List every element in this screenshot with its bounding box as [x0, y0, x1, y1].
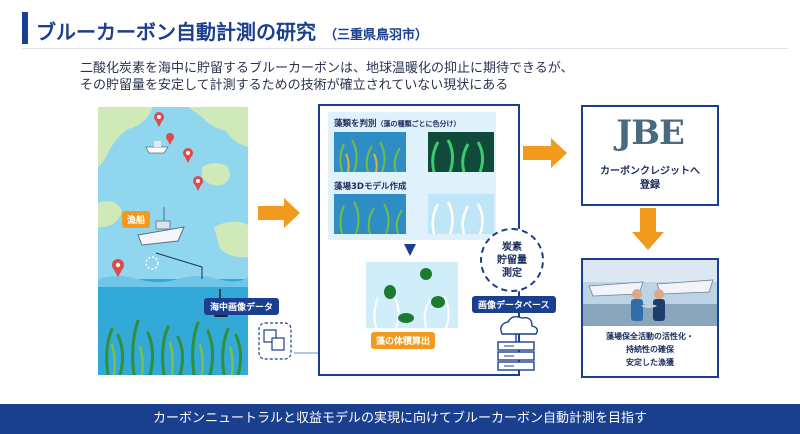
sea-map-graphic: [98, 107, 248, 375]
carbon-storage-measure: 炭素 貯留量 測定: [480, 228, 544, 292]
step-classify-title: 藻類を判別: [334, 119, 377, 129]
jbe-line-1: カーボンクレジットへ: [600, 166, 700, 177]
storage-line-1: 炭素: [502, 241, 522, 253]
jbe-credit-box: JBE カーボンクレジットへ 登録: [581, 105, 719, 206]
title-main: ブルーカーボン自動計測の研究: [36, 20, 316, 44]
title-location: （三重県鳥羽市）: [324, 28, 429, 43]
page-title: ブルーカーボン自動計測の研究 （三重県鳥羽市）: [36, 16, 428, 45]
footer-banner: カーボンニュートラルと収益モデルの実現に向けてブルーカーボン自動計測を目指す: [0, 404, 800, 434]
fishery-line-2: 持続性の確保: [626, 345, 674, 354]
jbe-description: カーボンクレジットへ 登録: [583, 165, 717, 193]
underwater-data-tag: 海中画像データ: [204, 298, 280, 315]
step-3d-model-label: 藻場3Dモデル作成: [334, 182, 407, 192]
analysis-box: 藻類を判別（藻の種類ごとに色分け） 藻場3Dモデル作成: [328, 112, 496, 240]
fishery-description: 藻場保全活動の活性化・ 持続性の確保 安定した漁獲: [583, 330, 717, 369]
step-classify-note: （藻の種類ごとに色分け）: [376, 120, 461, 128]
seaweed-classify-images: [334, 132, 494, 172]
seaweed-3d-images: [334, 194, 494, 234]
arrow-down-icon: [632, 208, 664, 250]
fishery-box: 藻場保全活動の活性化・ 持続性の確保 安定した漁獲: [581, 258, 719, 378]
storage-line-3: 測定: [502, 267, 522, 279]
image-data-icon: [258, 322, 292, 360]
intro-line-1: 二酸化炭素を海中に貯留するブルーカーボンは、地球温暖化の抑止に期待できるが、: [80, 61, 574, 76]
boat-tag: 漁船: [122, 211, 151, 228]
volume-calc-tag: 藻の体積算出: [371, 332, 436, 349]
storage-line-2: 貯留量: [497, 254, 527, 266]
jbe-logo: JBE: [616, 113, 685, 153]
image-database-tag: 画像データベース: [472, 296, 556, 313]
intro-text: 二酸化炭素を海中に貯留するブルーカーボンは、地球温暖化の抑止に期待できるが、 そ…: [80, 60, 573, 94]
title-accent: [22, 12, 28, 44]
fishery-line-3: 安定した漁獲: [626, 358, 674, 367]
cloud-database-icon: [497, 315, 539, 371]
title-bar: ブルーカーボン自動計測の研究 （三重県鳥羽市）: [22, 12, 788, 49]
arrow-right-icon: [258, 198, 300, 228]
seaweed-volume-image: [366, 262, 458, 328]
fishermen-photo: [583, 260, 717, 326]
arrow-right-icon: [523, 138, 567, 168]
down-caret-icon: [404, 244, 416, 256]
jbe-line-2: 登録: [640, 180, 660, 191]
step-classify-label: 藻類を判別（藻の種類ごとに色分け）: [334, 117, 461, 129]
sea-illustration: 漁船: [98, 107, 248, 375]
intro-line-2: その貯留量を安定して計測するための技術が確立されていない現状にある: [80, 78, 509, 93]
fishery-line-1: 藻場保全活動の活性化・: [606, 332, 694, 341]
